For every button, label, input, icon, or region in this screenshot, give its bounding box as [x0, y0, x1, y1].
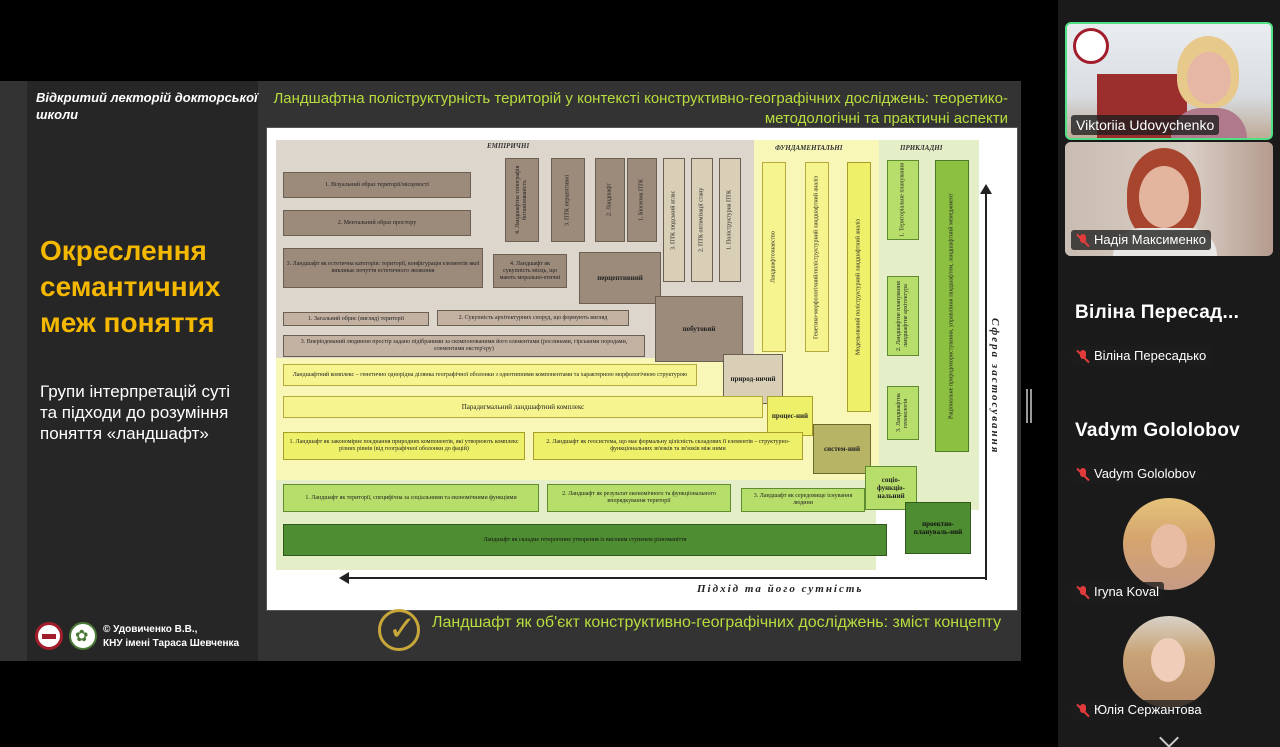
household-label: побутовий: [655, 296, 743, 362]
groups-text: Групи інтерпретацій суті та підходи до р…: [40, 382, 231, 443]
vertical-axis-arrow-icon: [980, 184, 992, 194]
vertical-axis-label: Сфера застосування: [989, 318, 1001, 455]
avatar: [1123, 616, 1215, 708]
participant-tile-3[interactable]: Віліна Пересад... Віліна Пересадько: [1065, 258, 1273, 372]
empirical-col-7: 1. Поліструктурна ПТК: [719, 158, 741, 282]
concept-text: Ландшафт як об'єкт конструктивно-географ…: [432, 614, 1002, 631]
complex-definition: Ландшафтний комплекс – генетично однорід…: [283, 364, 697, 386]
fundamental-col-3: Модельований поліструктурний ландшафтний…: [847, 162, 871, 412]
empirical-row-4: 4. Ландшафт як сукупність місць, що мают…: [493, 254, 567, 288]
faculty-logo-icon: [69, 622, 97, 650]
vertical-axis-line: [985, 192, 987, 580]
empirical-col-3: 2. Ландшафт: [595, 158, 625, 242]
participant-tile-4[interactable]: Vadym Gololobov Vadym Gololobov: [1065, 376, 1273, 490]
participant-name-tag: Iryna Koval: [1071, 582, 1165, 602]
slide-left-panel: Відкритий лекторій докторської школи Окр…: [27, 81, 258, 661]
horizontal-axis-arrow-icon: [339, 572, 349, 584]
participants-panel: Viktoriia Udovychenko Надія Максименко В…: [1058, 0, 1280, 747]
empirical-row-3: 3. Ландшафт як естетична категорія: тери…: [283, 248, 483, 288]
natural-label: природ-ничий: [723, 354, 783, 404]
applied-col-4: Раціональне природокористування, управлі…: [935, 160, 969, 452]
participant-name-tag: Юлія Сержантова: [1071, 700, 1207, 720]
avatar: [1123, 498, 1215, 590]
chevron-down-icon[interactable]: [1159, 728, 1179, 747]
applied-col-3: 3. Ландшафтна геоекологія: [887, 386, 919, 440]
design-label: проектно-плануваль-ний: [905, 502, 971, 554]
landscape-diagram: ЕМПІРИЧНІ ФУНДАМЕНТАЛЬНІ ПРИКЛАДНІ 1. Ві…: [266, 127, 1018, 611]
participant-name-tag: Віліна Пересадько: [1071, 346, 1212, 366]
shared-slide: Відкритий лекторій докторської школи Окр…: [0, 81, 1021, 661]
participant-big-name: Vadym Gololobov: [1075, 420, 1240, 441]
panel-splitter-icon[interactable]: [1026, 389, 1032, 423]
horizontal-axis-line: [347, 577, 987, 579]
empirical-col-2: 3. ПТК перцептивні: [551, 158, 585, 242]
lectory-caption: Відкритий лекторій докторської школи: [36, 90, 258, 122]
applied-row-1: 1. Ландшафт як території, специфічна за …: [283, 484, 539, 512]
empirical-col-1: 4. Ландшафтна топографія ботанізованість: [505, 158, 539, 242]
perceptual-label: перцептивний: [579, 252, 661, 304]
participant-tile-2[interactable]: Надія Максименко: [1065, 142, 1273, 256]
empirical-col-5: 3. ПТК людський атлас: [663, 158, 685, 282]
participant-tile-6[interactable]: Юлія Сержантова: [1065, 612, 1273, 726]
paradigm-complex: Парадигмальний ландшафтний комплекс: [283, 396, 763, 418]
applied-col-2: 2. Ландшафтне планування ландшафтне архі…: [887, 276, 919, 356]
applied-label: ПРИКЛАДНІ: [900, 144, 943, 152]
empirical-col-4: 1. Біогеома ПТК: [627, 158, 657, 242]
empirical-label: ЕМПІРИЧНІ: [487, 142, 530, 150]
mic-off-icon: [1076, 703, 1090, 717]
university-logo-icon: [35, 622, 63, 650]
participant-name-tag: Vadym Gololobov: [1071, 464, 1201, 484]
applied-row-3: 3. Ландшафт як середовище існування люди…: [741, 488, 865, 512]
applied-row-2: 2. Ландшафт як результат економічного та…: [547, 484, 731, 512]
bottom-bar: Ландшафт як складне гетерогенне утворенн…: [283, 524, 887, 556]
mic-off-icon: [1076, 467, 1090, 481]
empirical-row-7: 3. Вперіодований людиною простір задано …: [283, 335, 645, 357]
horizontal-axis-label: Підхід та його сутність: [697, 583, 864, 595]
participant-name-tag: Надія Максименко: [1071, 230, 1211, 250]
fundamental-label: ФУНДАМЕНТАЛЬНІ: [775, 144, 843, 152]
slide-title: Ландшафтна поліструктурність територій у…: [273, 90, 1008, 127]
mic-off-icon: [1076, 585, 1090, 599]
fundamental-row-1: 1. Ландшафт як закономірне поєднання при…: [283, 432, 525, 460]
mic-off-icon: [1076, 349, 1090, 363]
fundamental-row-2: 2. Ландшафт як геосистема, що має формал…: [533, 432, 803, 460]
participant-tile-1[interactable]: Viktoriia Udovychenko: [1065, 22, 1273, 140]
empirical-row-1: 1. Візуальний образ території/місцевості: [283, 172, 471, 198]
system-label: систем-ний: [813, 424, 871, 474]
mic-off-icon: [1076, 233, 1090, 247]
participant-big-name: Віліна Пересад...: [1075, 302, 1240, 323]
participant-tile-5[interactable]: Iryna Koval: [1065, 494, 1273, 608]
empirical-row-5: 1. Загальний обрис (вигляд) території: [283, 312, 429, 326]
university-logo-icon: [1073, 28, 1109, 64]
participant-name-tag: Viktoriia Udovychenko: [1071, 115, 1220, 135]
process-label: процес-ний: [767, 396, 813, 436]
applied-col-1: 1. Територіальне планування: [887, 160, 919, 240]
slide-heading: Окреслення семантичних меж поняття: [40, 235, 221, 338]
check-icon: [378, 609, 420, 651]
empirical-col-6: 2. ПТК оптимізації стану: [691, 158, 713, 282]
credits: © Удовиченко В.В., КНУ імені Тараса Шевч…: [103, 624, 240, 649]
empirical-row-2: 2. Ментальний образ простору: [283, 210, 471, 236]
socio-label: соціо-функціо-нальний: [865, 466, 917, 510]
empirical-row-6: 2. Сукупність архітектурних споруд, що ф…: [437, 310, 629, 326]
fundamental-col-2: Генетико-морфологічний/поліструктурний л…: [805, 162, 829, 352]
fundamental-col-1: Ландшафтознавство: [762, 162, 786, 352]
